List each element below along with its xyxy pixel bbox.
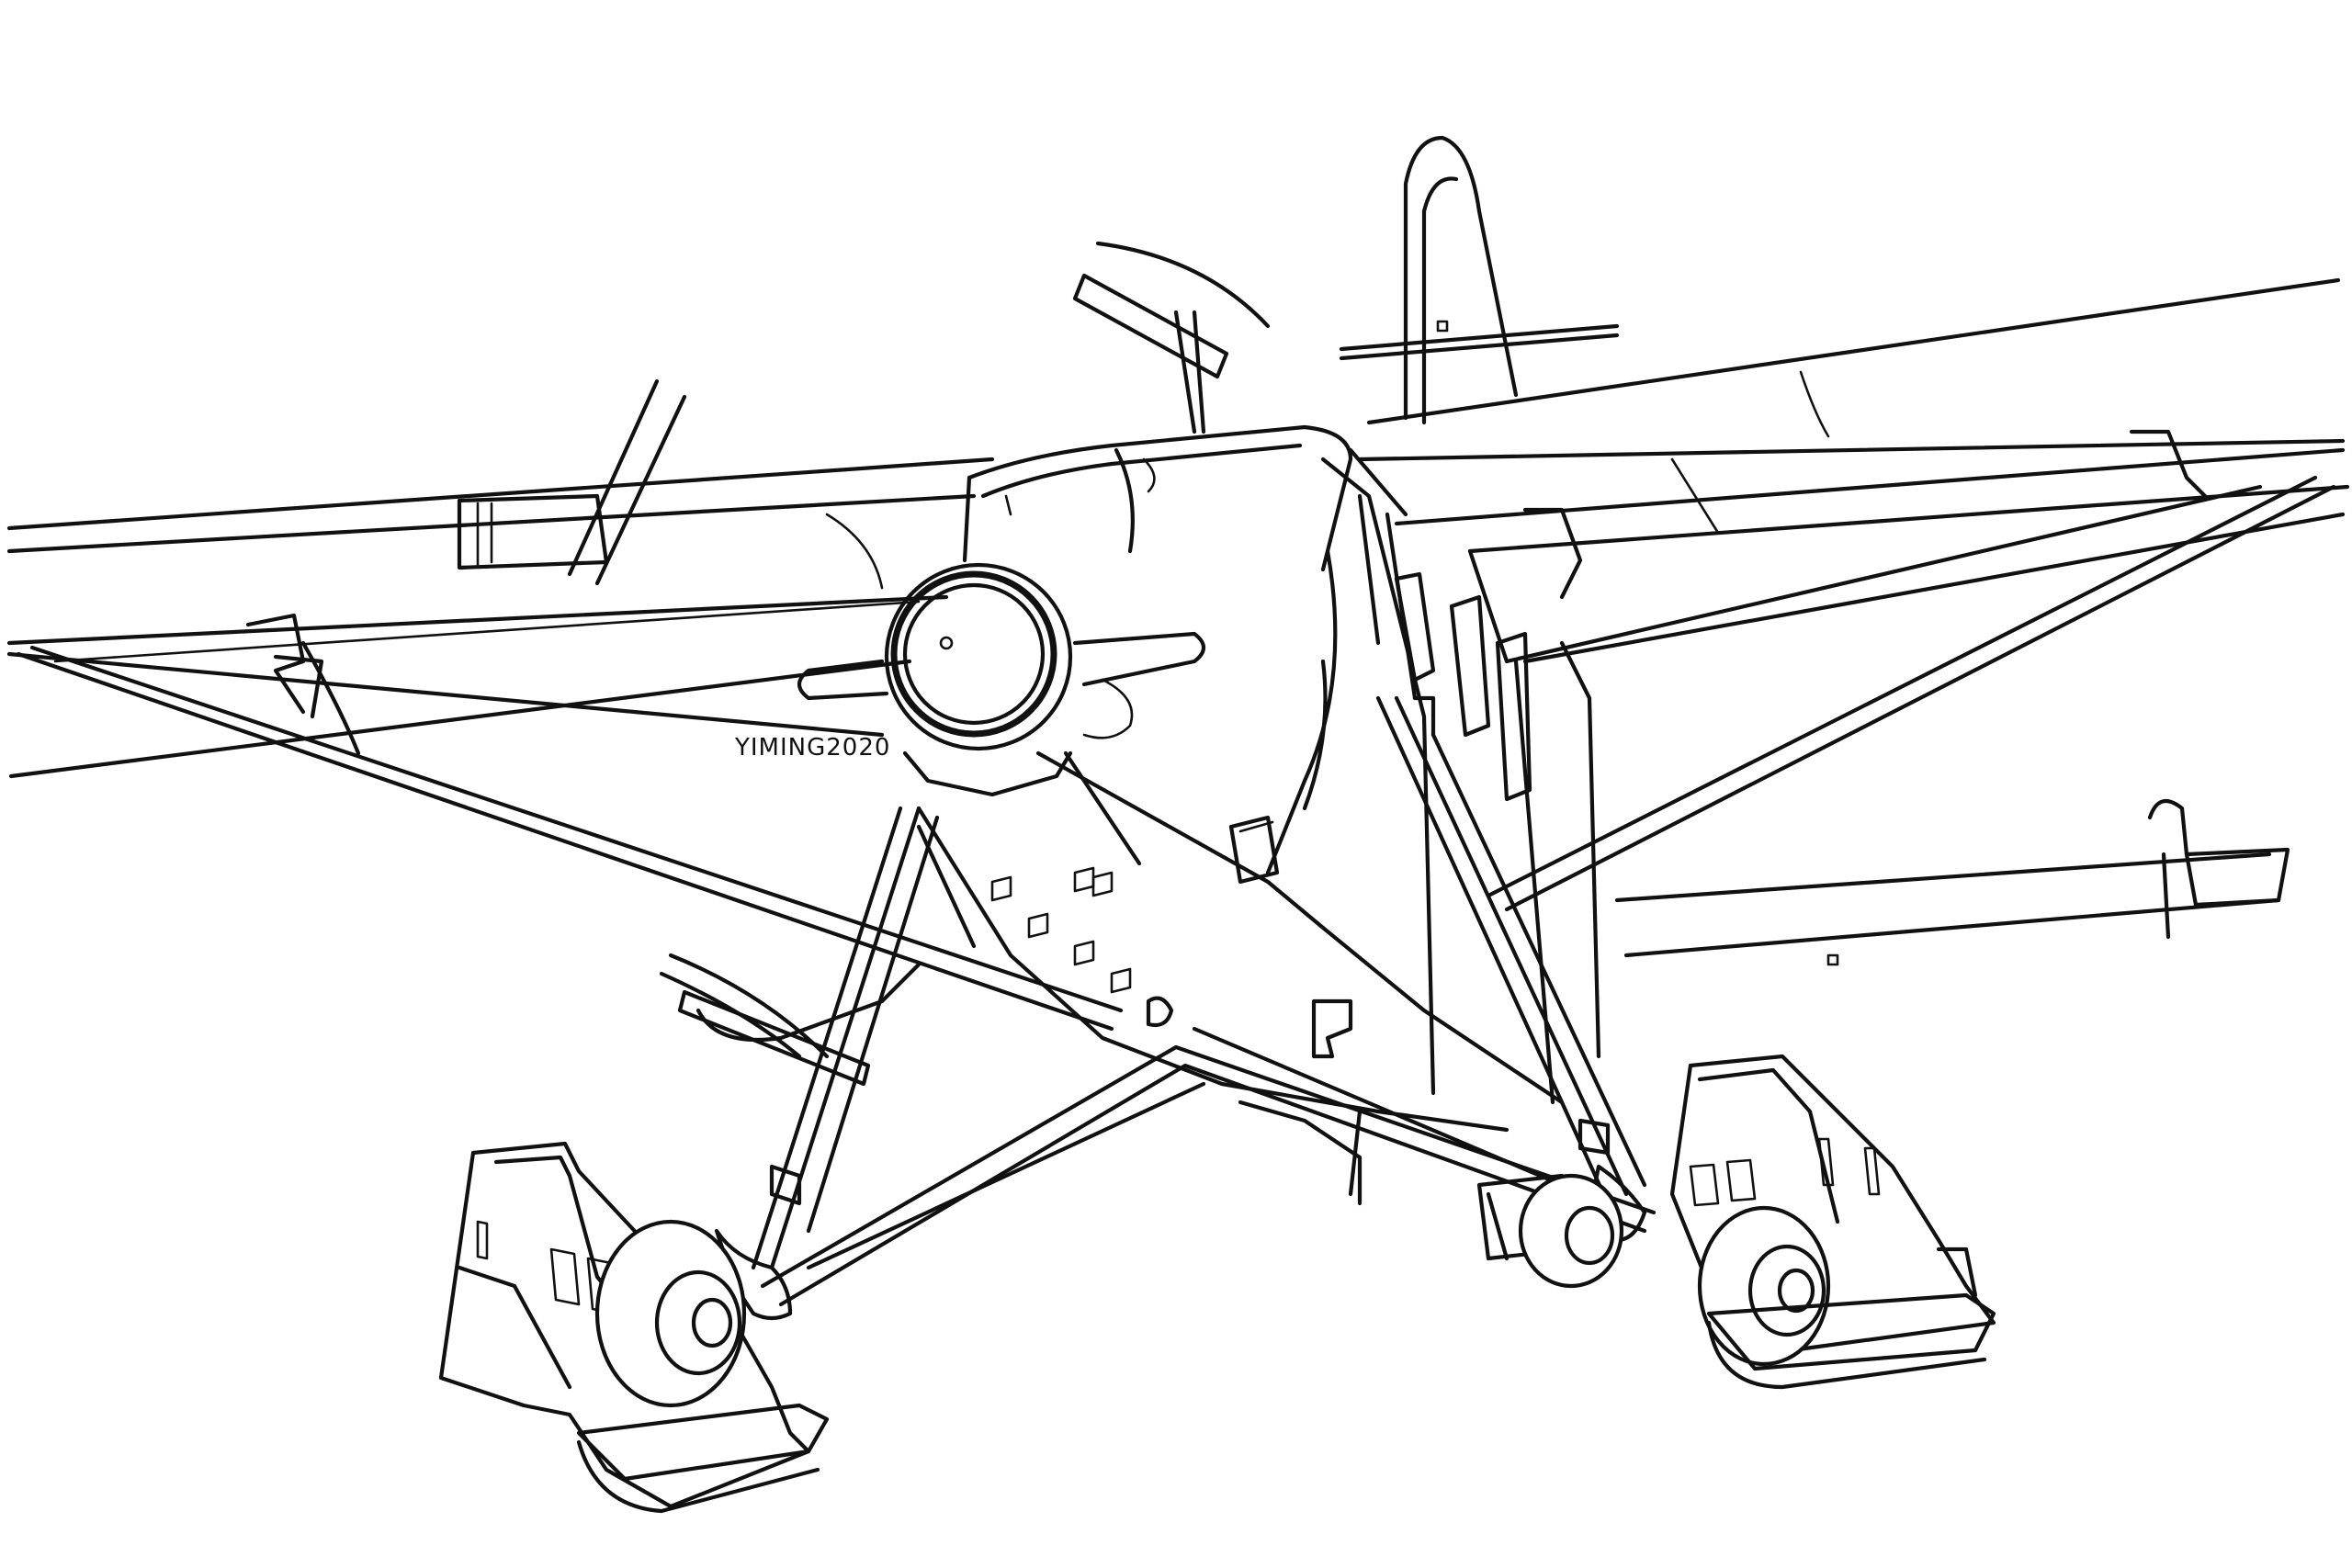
vertical-tail xyxy=(1339,135,1620,425)
inner-wheel xyxy=(1476,1173,1624,1289)
left-motion-marks xyxy=(567,378,687,586)
fuselage xyxy=(916,424,1601,1133)
landing-gear xyxy=(714,695,1657,1321)
left-wing xyxy=(6,457,995,779)
propeller-hub xyxy=(797,562,1206,797)
right-wing xyxy=(1357,277,2350,664)
right-horizontal-stabilizer xyxy=(1614,798,2290,966)
top-motion-marks xyxy=(1072,241,1271,379)
antenna-mast xyxy=(1173,310,1197,434)
belly-fairing xyxy=(695,962,922,1043)
right-wing-strut xyxy=(1504,484,2336,912)
right-wheel-ski xyxy=(1669,1054,1996,1390)
artist-signature: YIMING2020 xyxy=(734,734,890,761)
left-wheel-ski xyxy=(438,1141,830,1514)
lower-motion-marks xyxy=(659,953,871,1087)
left-wing-strut xyxy=(16,651,1114,1032)
